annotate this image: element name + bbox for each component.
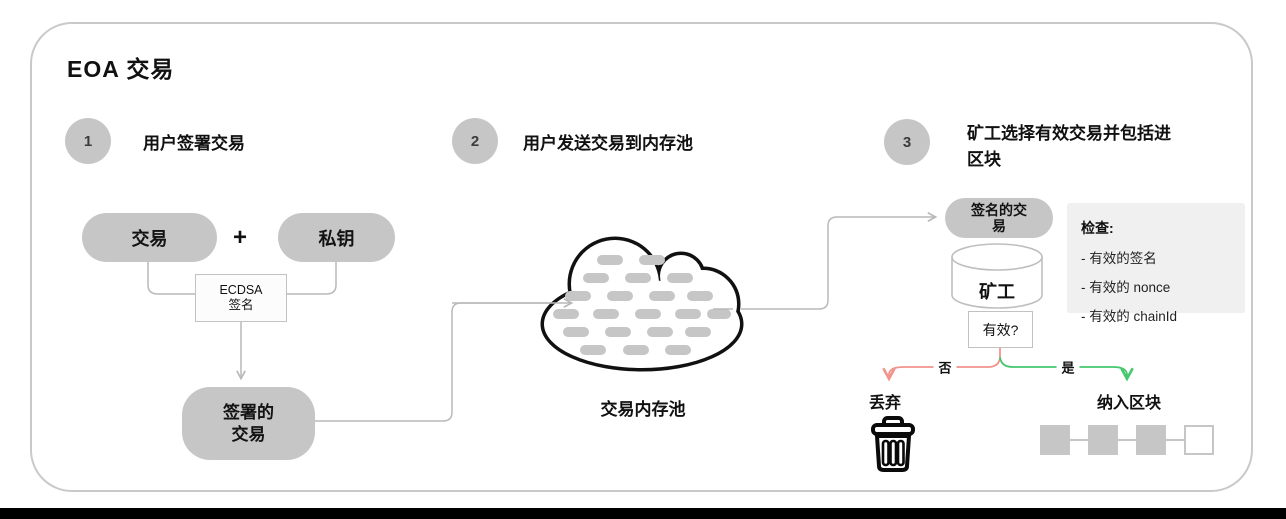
block-filled-2: [1088, 425, 1118, 455]
miner-database-icon: [951, 243, 1043, 309]
mempool-cloud-icon: [540, 236, 744, 372]
step-3-badge: 3: [884, 119, 930, 165]
plus-sign: +: [233, 224, 248, 251]
check-item-signature: - 有效的签名: [1081, 251, 1157, 266]
ecdsa-signature-box: ECDSA 签名: [195, 274, 287, 322]
transaction-box: 交易: [82, 213, 217, 262]
step-3-label: 矿工选择有效交易并包括进区块: [967, 124, 1171, 169]
signed-transaction-box: 签署的 交易: [182, 387, 315, 460]
block-filled-3: [1136, 425, 1166, 455]
signed-transaction-input-box: 签名的交易: [945, 198, 1053, 238]
private-key-box: 私钥: [278, 213, 395, 262]
block-link: [1070, 439, 1088, 441]
step-1-label: 用户签署交易: [143, 134, 245, 153]
miner-label: 矿工: [979, 282, 1015, 302]
block-empty: [1184, 425, 1214, 455]
check-item-chainid: - 有效的 chainId: [1081, 309, 1178, 324]
check-panel: 检查: - 有效的签名 - 有效的 nonce - 有效的 chainId: [1067, 203, 1245, 324]
yes-branch-arrow: [999, 356, 1134, 382]
step-1-badge: 1: [65, 118, 111, 164]
check-panel-title: 检查:: [1081, 220, 1114, 236]
step-2-badge: 2: [452, 118, 498, 164]
trash-icon: [871, 416, 915, 472]
page-title: EOA 交易: [67, 56, 175, 82]
bottom-border-bar: [0, 508, 1286, 519]
mempool-label: 交易内存池: [600, 400, 686, 419]
block-link: [1166, 439, 1184, 441]
step-2-label: 用户发送交易到内存池: [523, 134, 693, 153]
discard-label: 丢弃: [869, 395, 902, 412]
include-in-block-label: 纳入区块: [1097, 395, 1162, 412]
valid-question-box: 有效?: [968, 311, 1033, 348]
no-branch-label: 否: [933, 357, 957, 377]
block-filled-1: [1040, 425, 1070, 455]
yes-branch-label: 是: [1056, 357, 1080, 377]
block-link: [1118, 439, 1136, 441]
check-item-nonce: - 有效的 nonce: [1081, 280, 1171, 295]
blockchain-icon: [1040, 425, 1214, 455]
